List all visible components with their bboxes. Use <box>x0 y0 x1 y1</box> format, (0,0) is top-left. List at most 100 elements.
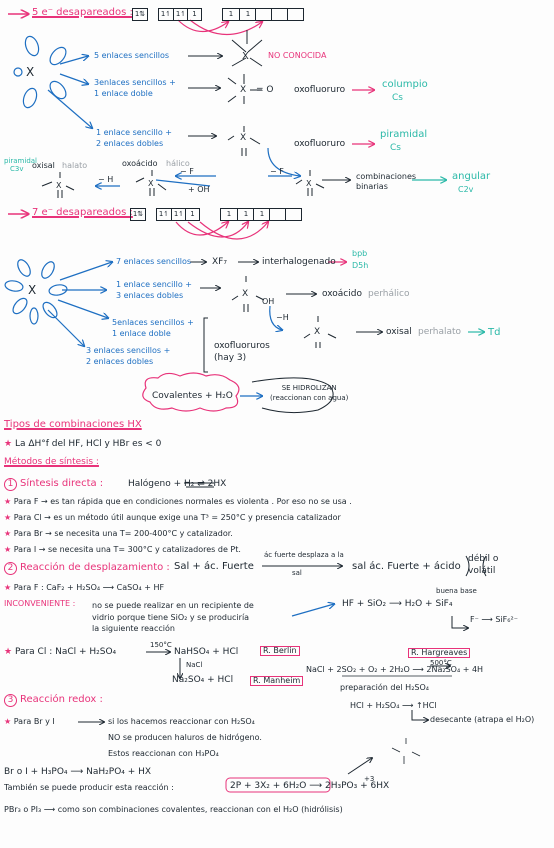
m3-note3: Estos reaccionan con H₃PO₄ <box>108 749 219 758</box>
lower-left-sym: C3v <box>10 165 24 173</box>
right-shape: angular <box>452 171 491 182</box>
m1-line1: ★ Para F → es tan rápida que en condicio… <box>4 497 352 506</box>
section1-title: 5 e⁻ desapareados : <box>32 7 133 18</box>
m2-note: débil o volátil <box>468 554 499 576</box>
branch2-shape: columpio <box>382 79 428 90</box>
halato-label: halato <box>62 161 88 170</box>
m2-manheim: R. Manheim <box>250 676 304 686</box>
m3-note2: NO se producen haluros de hidrógeno. <box>108 733 262 742</box>
m3-para: ★ Para Br y I <box>4 717 55 726</box>
tipos-item1: ★ La ΔH°f del HF, HCl y HBr es < 0 <box>4 439 162 449</box>
m2-nacl-small: NaCl <box>186 661 203 669</box>
m3-tambien: También se puede producir esta reacción … <box>4 783 174 792</box>
s2-branch1-label: 7 enlaces sencillos <box>116 257 192 266</box>
m2-paracl: ★ Para Cl : NaCl + H₂SO₄ <box>4 647 117 657</box>
branch3-label: 1 enlace sencillo + 2 enlaces dobles <box>96 128 172 148</box>
m2-sif6: F⁻ ⟶ SiF₆²⁻ <box>470 615 518 624</box>
s2-perhalato: perhalato <box>418 327 462 337</box>
oxisal-label: oxisal <box>32 161 55 170</box>
oxofluoruros-label: oxofluoruros (hay 3) <box>214 341 270 364</box>
plus-oh: + OH <box>188 185 210 194</box>
m3-pbr: PBr₃ o PI₃ ⟶ como son combinaciones cova… <box>4 805 343 814</box>
s2-branch2-label: 1 enlace sencillo + 3 enlaces dobles <box>116 280 192 300</box>
branch3-symmetry: Cs <box>390 143 401 153</box>
orbital-box-s-2: 1⇅ <box>130 208 146 221</box>
center-atom-2: X <box>28 283 37 297</box>
m2-na2so4: Na₂SO₄ + HCl <box>172 675 234 685</box>
s2-branch2-product: oxoácido <box>322 289 362 299</box>
s2-oxisal: oxisal <box>386 327 412 337</box>
s2-branch1-shape: bpb <box>352 249 368 258</box>
branch3-product: oxofluoruro <box>294 139 346 149</box>
branch2-product: oxofluoruro <box>294 85 346 95</box>
m2-harg-temp: 500°C <box>430 659 452 667</box>
minus-f-1: − F <box>180 167 194 176</box>
covalentes-text: Covalentes + H₂O <box>152 391 233 401</box>
branch3-shape: piramidal <box>380 129 428 140</box>
center-atom-1: X <box>26 65 35 79</box>
m2-desecante: desecante (atrapa el H₂O) <box>430 715 535 724</box>
orbital-flower-2 <box>4 259 68 325</box>
m2-hcl-eq: HCl + H₂SO₄ ⟶ ↑HCl <box>350 701 437 710</box>
lower-left-shape: piramidal <box>4 157 37 165</box>
binarias-label: combinaciones binarias <box>356 172 417 192</box>
right-sym: C2v <box>458 185 474 194</box>
section2-title: 7 e⁻ desapareados : <box>32 207 133 218</box>
m2-arrow-bottom: sal <box>292 569 302 577</box>
m2-temp: 150°C <box>150 641 172 649</box>
m2-inconv-label: INCONVENIENTE : <box>4 599 76 608</box>
m2-eq-right: sal ác. Fuerte + ácido <box>352 561 461 572</box>
m2-hargreaves: R. Hargreaves <box>408 648 471 658</box>
s2-branch4-label: 3 enlaces sencillos + 2 enlaces dobles <box>86 346 171 366</box>
minus-h-1: − H <box>98 175 114 184</box>
oxacido-label: oxoácido <box>122 159 158 168</box>
branch3-molecule: X <box>240 133 247 143</box>
m2-paraf: ★ Para F : CaF₂ + H₂SO₄ ⟶ CaSO₄ + HF <box>4 583 165 592</box>
s2-branch2-suffix: perhálico <box>368 289 410 299</box>
branch2-label: 3enlaces sencillos + 1 enlace doble <box>94 78 176 98</box>
m2-harg-eq: NaCl + 2SO₂ + O₂ + 2H₂O ⟶ 2Na₂SO₄ + 4H <box>306 665 484 674</box>
s2-branch1-molecule: XF₇ <box>212 257 227 267</box>
hidrolizan-text: SE HIDROLIZAN (reaccionan con agua) <box>270 384 349 402</box>
branch1-result: NO CONOCIDA <box>268 51 327 60</box>
m1-line3: ★ Para Br → se necesita una T= 200-400°C… <box>4 529 233 538</box>
orbital-box-d: 1 1 <box>222 8 304 21</box>
m2-buena-base: buena base <box>436 587 477 595</box>
s2-branch1-symmetry: D5h <box>352 261 369 270</box>
m1-equation: Halógeno + H₂ ⇌ 2HX <box>128 479 227 489</box>
orbital-box-p-2: 1↿ 1↿ 1 <box>156 208 200 221</box>
m2-berlin: R. Berlin <box>260 646 300 656</box>
metodos-title: Métodos de síntesis : <box>4 457 99 467</box>
branch2-molecule: X <box>240 85 247 95</box>
s2-minus-h: −H <box>276 313 289 322</box>
branch1-label: 5 enlaces sencillos <box>94 51 170 60</box>
orbital-box-p: 1↿ 1↿ 1 <box>158 8 202 21</box>
m1-line2: ★ Para Cl → es un método útil aunque exi… <box>4 513 341 522</box>
m2-sio2-eq: HF + SiO₂ ⟶ H₂O + SiF₄ <box>342 599 453 609</box>
s2-branch1-product: interhalogenado <box>262 257 336 267</box>
s2-branch3-label: 5enlaces sencillos + 1 enlace doble <box>112 318 194 338</box>
branch2-symmetry: Cs <box>392 93 403 103</box>
branch1-molecule: X <box>242 51 249 62</box>
tipos-title: Tipos de combinaciones HX <box>4 419 142 430</box>
orbital-box-d-2: 1 1 1 <box>220 208 302 221</box>
m3-note1: si los hacemos reaccionar con H₂SO₄ <box>108 717 255 726</box>
orbital-box-s: 1⇅ <box>132 8 148 21</box>
m3-plus3: +3 <box>364 775 375 783</box>
orbital-flower-1 <box>13 35 67 109</box>
m2-nahso4: NaHSO₄ + HCl <box>174 647 239 657</box>
m1-line4: ★ Para I → se necesita una T= 300°C y ca… <box>4 545 241 554</box>
m3-eq2: 2P + 3X₂ + 6H₂O ⟶ 2H₃PO₃ + 6HX <box>230 781 390 791</box>
m2-eq-left: Sal + ác. Fuerte <box>174 561 254 572</box>
halico-label: hálico <box>166 159 190 168</box>
minus-f-2: − F <box>270 167 284 176</box>
m2-inconv-text: no se puede realizar en un recipiente de… <box>92 601 254 634</box>
m2-prep: preparación del H₂SO₄ <box>340 683 429 692</box>
m3-eq1: Br o I + H₃PO₄ ⟶ NaH₂PO₄ + HX <box>4 767 152 777</box>
s2-td: Td <box>488 327 501 338</box>
m2-arrow-top: ác fuerte desplaza a la <box>264 551 344 559</box>
